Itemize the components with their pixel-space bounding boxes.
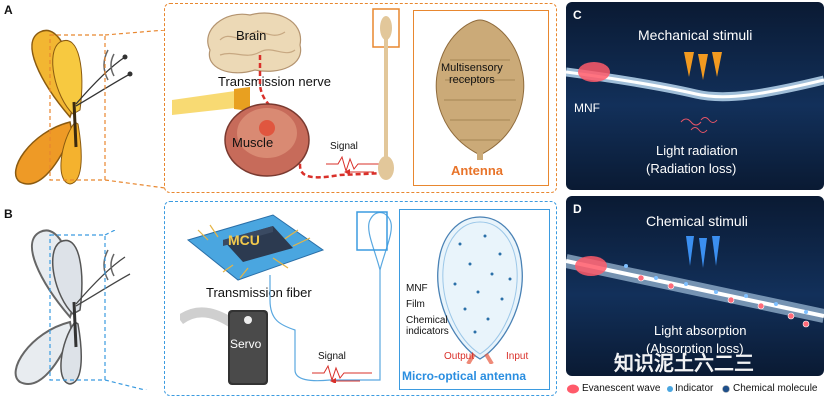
chemical-stimuli-label: Chemical stimuli [646, 213, 748, 229]
panel-b-frame [164, 201, 557, 396]
signal-label-b: Signal [318, 351, 346, 362]
radiation-loss-label: (Radiation loss) [646, 161, 737, 176]
panel-label-a: A [4, 3, 13, 17]
legend-indicator: Indicator [675, 383, 714, 394]
butterfly-orange-illustration [14, 29, 133, 185]
antenna-illustration [435, 19, 525, 160]
mnf-fiber-c [566, 52, 824, 133]
servo-illustration [180, 307, 268, 385]
panel-label-d: D [573, 202, 582, 216]
mcu-label: MCU [228, 232, 260, 248]
light-beam-illustration [172, 87, 250, 115]
brain-illustration [207, 12, 302, 74]
fiber-path [269, 211, 392, 382]
light-radiation-label: Light radiation [656, 143, 738, 158]
mnf-fiber-d [566, 236, 824, 328]
micro-optical-antenna-label: Micro-optical antenna [402, 369, 527, 383]
evanescent-wave-icon [567, 384, 579, 394]
legend-evanescent-wave: Evanescent wave [582, 383, 661, 394]
panel-c: C Mechanical stimuli MNF Light radiation… [566, 2, 824, 190]
antenna-label: Antenna [451, 163, 503, 178]
wireless-signal-icon-b [103, 249, 115, 281]
muscle-illustration [224, 103, 310, 177]
zoom-lines-a [49, 30, 166, 189]
receptors-label: Multisensory receptors [441, 62, 503, 86]
chemical-indicators-label: Chemical indicators [406, 315, 449, 337]
antenna-box [413, 10, 549, 186]
micro-optical-antenna-box [399, 209, 550, 390]
output-label: Output [444, 351, 475, 362]
film-label: Film [406, 299, 425, 310]
receptor-shaft [372, 8, 400, 180]
nerve-path [258, 55, 386, 179]
wireless-signal-icon [103, 49, 115, 81]
mnf-label-c: MNF [574, 101, 600, 115]
absorption-loss-label: (Absorption loss) [646, 341, 744, 356]
muscle-label: Muscle [232, 135, 274, 150]
input-label: Input [506, 351, 529, 362]
panel-a-frame [164, 3, 557, 193]
micro-optical-antenna-illustration [437, 216, 523, 364]
mnf-label-b: MNF [406, 283, 428, 294]
zoom-lines-b [49, 230, 148, 390]
indicator-icon [667, 386, 673, 392]
signal-wave-b [312, 364, 372, 383]
watermark-text: 知识泥土六二三 [614, 353, 754, 375]
panel-d: D Chemical stimuli Light absorption (Abs… [566, 196, 824, 376]
brain-label: Brain [236, 28, 267, 43]
panel-label-b: B [4, 207, 13, 221]
legend-chemical-molecule: Chemical molecule [733, 383, 818, 394]
panel-label-c: C [573, 8, 582, 22]
signal-label-a: Signal [330, 141, 358, 152]
transmission-fiber-label: Transmission fiber [206, 285, 312, 300]
mcu-board-illustration [186, 214, 325, 281]
servo-label: Servo [230, 337, 262, 351]
chemical-molecule-icon [722, 385, 730, 393]
transmission-nerve-label: Transmission nerve [218, 74, 331, 89]
signal-wave-a [326, 155, 386, 174]
butterfly-gray-illustration [14, 229, 131, 385]
mechanical-stimuli-label: Mechanical stimuli [638, 27, 753, 43]
light-absorption-label: Light absorption [654, 323, 747, 338]
